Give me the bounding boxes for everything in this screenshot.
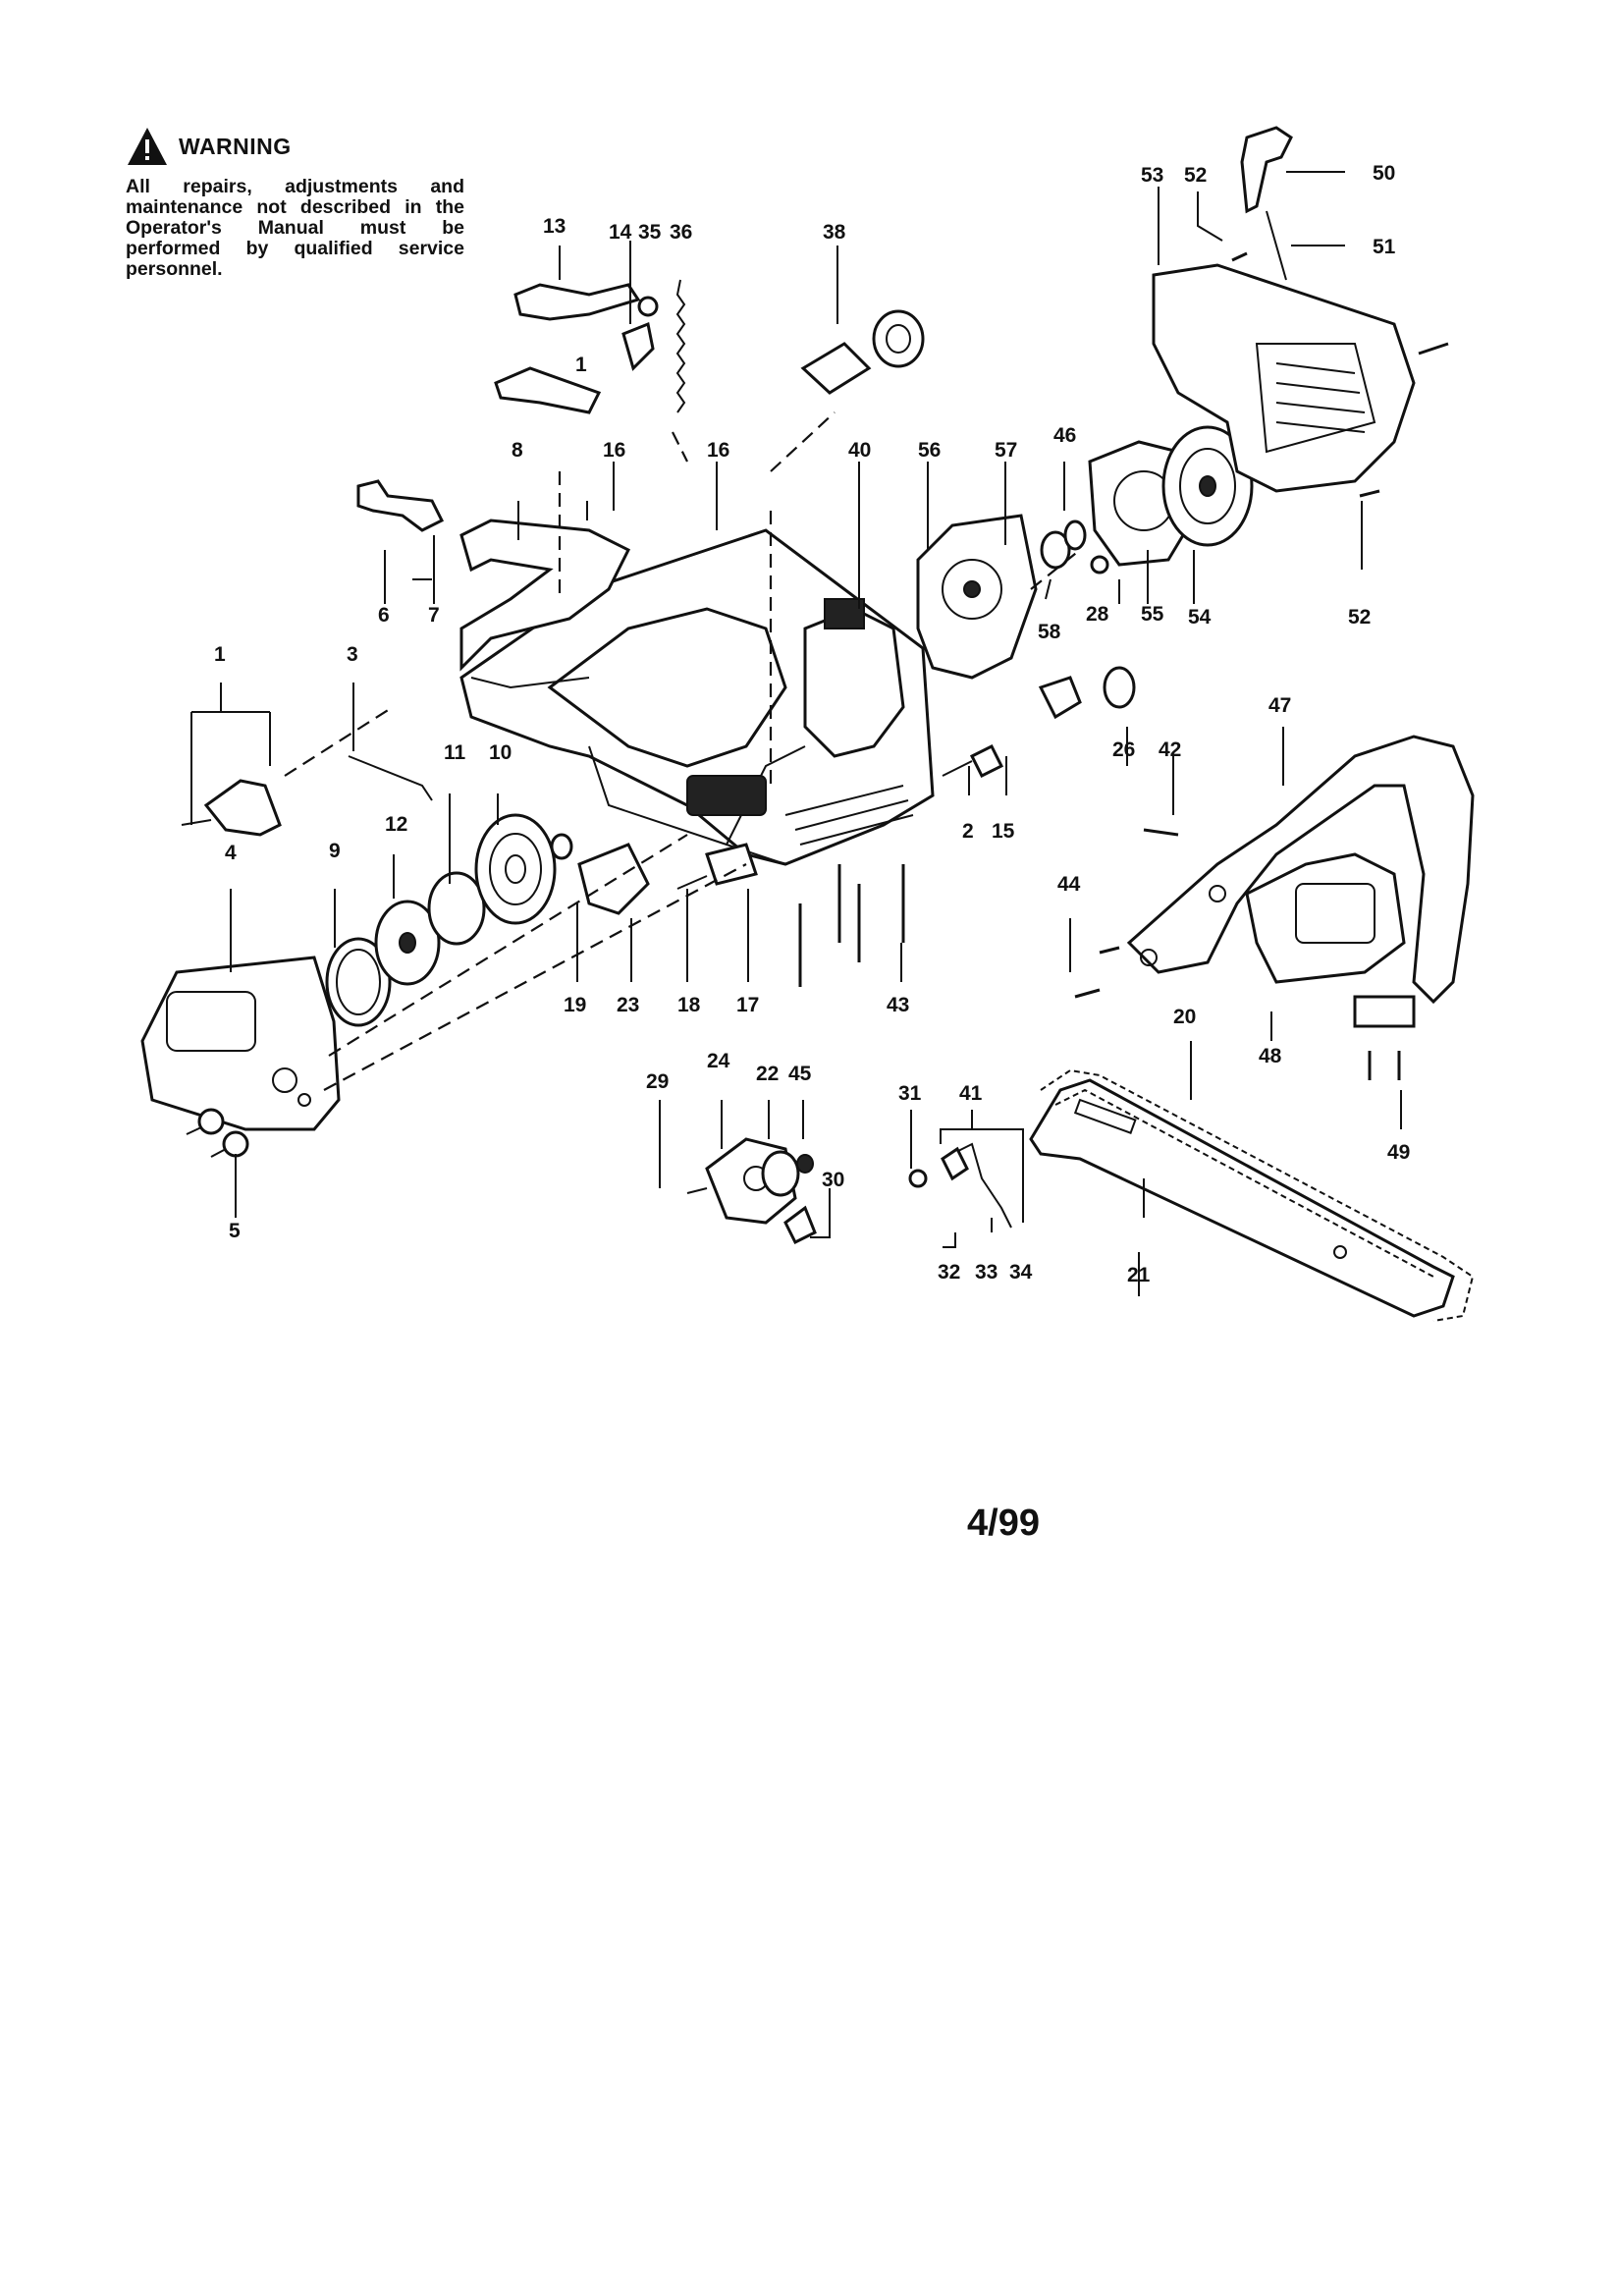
callout-20: 20: [1173, 1006, 1196, 1028]
callout-1-b: 1: [575, 354, 587, 376]
oil-line-parts: [908, 1142, 1012, 1229]
callout-7: 7: [428, 604, 440, 627]
callout-34: 34: [1009, 1261, 1033, 1284]
callout-5: 5: [229, 1220, 241, 1242]
callout-15: 15: [992, 820, 1015, 843]
callout-8: 8: [512, 439, 523, 462]
callout-29: 29: [646, 1070, 669, 1093]
callout-54: 54: [1188, 606, 1212, 629]
callout-40: 40: [848, 439, 871, 462]
callout-52-b: 52: [1348, 606, 1371, 629]
guide-bar: [1029, 1078, 1455, 1318]
callout-10: 10: [489, 741, 512, 764]
callout-22: 22: [756, 1063, 779, 1085]
chain-cover: [140, 956, 341, 1131]
callout-38: 38: [823, 221, 846, 244]
leader-lines: [190, 171, 1402, 1296]
callout-12: 12: [385, 813, 407, 836]
callout-48: 48: [1259, 1045, 1282, 1067]
callout-50: 50: [1373, 162, 1395, 185]
callout-2: 2: [962, 820, 974, 843]
callout-16-b: 16: [707, 439, 729, 462]
warning-triangle-icon: [128, 128, 167, 165]
warning-title: WARNING: [179, 133, 292, 159]
callout-33: 33: [975, 1261, 998, 1284]
callout-55: 55: [1141, 603, 1164, 626]
callout-30: 30: [822, 1169, 844, 1191]
callout-28: 28: [1086, 603, 1109, 626]
callout-47: 47: [1268, 694, 1291, 717]
ignition-module: [916, 514, 1038, 680]
callout-3: 3: [347, 643, 358, 666]
callout-6: 6: [378, 604, 390, 627]
callout-17: 17: [736, 994, 759, 1016]
callout-52-a: 52: [1184, 164, 1207, 187]
callout-32: 32: [938, 1261, 960, 1284]
callout-53: 53: [1141, 164, 1163, 187]
exploded-parts-diagram: 1 1 2 3 4 5 6 7 8 9 10 11 12 13 14 15 16…: [140, 126, 1475, 1322]
callout-49: 49: [1387, 1141, 1410, 1164]
callout-42: 42: [1159, 738, 1181, 761]
saw-chain: [1040, 1068, 1475, 1322]
warning-text: All repairs, adjustments and maintenance…: [126, 176, 464, 280]
callout-labels: 1 1 2 3 4 5 6 7 8 9 10 11 12 13 14 15 16…: [214, 162, 1410, 1286]
callout-4: 4: [225, 842, 237, 864]
air-filter-group: [942, 666, 1136, 779]
callout-51: 51: [1373, 236, 1396, 258]
callout-16-a: 16: [603, 439, 625, 462]
callout-41: 41: [959, 1082, 983, 1105]
callout-21: 21: [1127, 1264, 1151, 1286]
callout-56: 56: [918, 439, 941, 462]
warning-note: WARNING All repairs, adjustments and mai…: [126, 126, 464, 280]
oil-pump-parts: [686, 1137, 817, 1245]
callout-36: 36: [670, 221, 692, 244]
callout-26: 26: [1112, 738, 1135, 761]
top-parts: [356, 279, 686, 580]
starter-housing: [1152, 126, 1449, 498]
page-code: 4/99: [967, 1503, 1040, 1544]
front-handle: [1074, 735, 1475, 1080]
callout-57: 57: [995, 439, 1017, 462]
callout-31: 31: [898, 1082, 922, 1105]
crankcase-body: [459, 528, 935, 866]
callout-9: 9: [329, 840, 341, 862]
assembly-lines: [284, 411, 1081, 1091]
callout-19: 19: [564, 994, 586, 1016]
rear-handle: [459, 519, 631, 689]
callout-35: 35: [638, 221, 662, 244]
flywheel-group: [1040, 425, 1254, 574]
body-screws: [798, 864, 905, 987]
callout-24: 24: [707, 1050, 730, 1072]
clutch-drum-group: [325, 813, 573, 1027]
callout-1-a: 1: [214, 643, 226, 666]
callout-13: 13: [543, 215, 566, 238]
callout-45: 45: [788, 1063, 812, 1085]
warning-header: WARNING: [126, 126, 464, 167]
callout-14: 14: [609, 221, 632, 244]
callout-46: 46: [1053, 424, 1076, 447]
callout-44: 44: [1057, 873, 1081, 896]
callout-58: 58: [1038, 621, 1061, 643]
callout-11: 11: [444, 741, 466, 764]
callout-23: 23: [617, 994, 639, 1016]
callout-18: 18: [677, 994, 701, 1016]
callout-43: 43: [887, 994, 909, 1016]
fuel-cap-group: [800, 309, 925, 395]
